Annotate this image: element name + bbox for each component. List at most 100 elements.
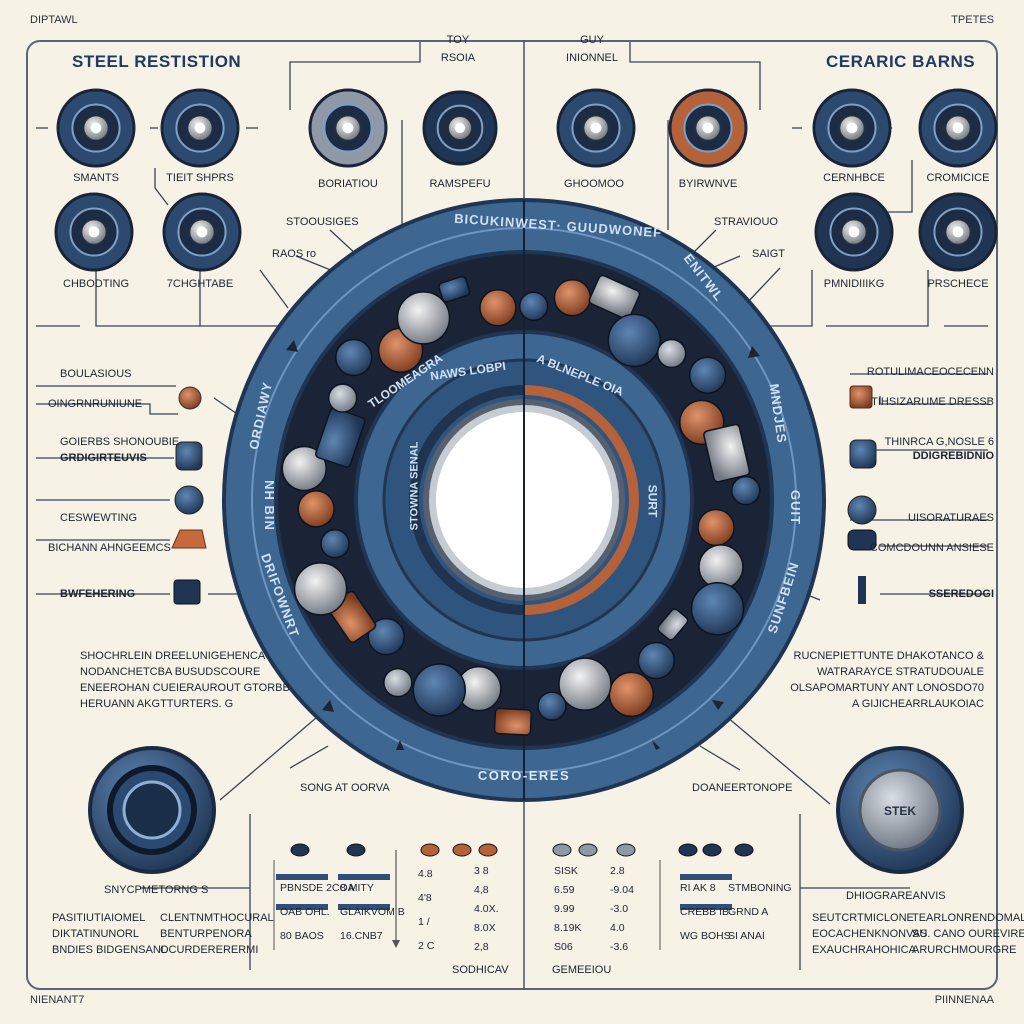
br-col1-2: 6.59	[554, 884, 575, 896]
bearing-icon	[918, 88, 998, 168]
br-col-1: SISK 6.59 9.99 8.19K S06	[554, 862, 581, 957]
ball-element	[518, 291, 549, 321]
br-col3-2: CREBB IB	[680, 906, 730, 918]
corner-top-right: TPETES	[951, 14, 994, 26]
ball-element	[367, 617, 406, 656]
bl-col4-3: 4.0X.	[474, 903, 499, 915]
bl-col3-2: 4'8	[418, 892, 432, 904]
right-item-2-label: THINRCA G,NOSLE 6	[884, 436, 994, 448]
right-para-line-3: OLSAPOMARTUNY ANT LONOSDO70	[790, 682, 984, 694]
ball-element	[690, 582, 745, 636]
corner-top-left: DIPTAWL	[30, 14, 78, 26]
small-part-icon	[420, 843, 440, 857]
label-pmnidiikg: PMNIDIIIKG	[823, 278, 885, 290]
small-part-icon	[616, 843, 636, 857]
dark-block-icon	[173, 579, 201, 605]
br-col2-5: -3.6	[610, 941, 629, 953]
ball-element	[479, 289, 517, 327]
navy-cap-right-icon	[849, 439, 877, 469]
ball-element	[608, 671, 655, 718]
left-item-1-label: BOULASIOUS	[60, 368, 132, 380]
top-tag-left-2: RSOIA	[440, 52, 476, 64]
bl-col-4: 3 8 4,8 4.0X. 8.0X 2,8	[474, 862, 499, 957]
br-col-2: 2.8 -9.04 -3.0 4.0 -3.6	[610, 862, 634, 957]
br-notes: SEUTCRTMICLONE EOCACHENKNONVAS EXAUCHRAH…	[812, 910, 927, 958]
br-note2-3: ARURCHMOURGRE	[912, 944, 1017, 956]
small-part-icon	[452, 843, 472, 857]
small-part-icon	[346, 843, 366, 857]
small-part-icon	[552, 843, 572, 857]
bearing-icon	[668, 88, 748, 168]
left-para-line-1: SHOCHRLEIN DREELUNIGEHENCA	[80, 650, 266, 662]
left-item-1-sub: OINGRNRUNIUNE	[48, 398, 143, 410]
label-prscheece: PRSCHECE	[927, 278, 989, 290]
bl-col4-1: 3 8	[474, 865, 489, 877]
left-title: STEEL RESTISTION	[72, 52, 242, 71]
br-col2-2: -9.04	[610, 884, 634, 896]
ball-element	[537, 691, 567, 721]
label-chbodting: CHBODTING	[63, 278, 129, 290]
copper-wedge-icon	[171, 529, 207, 549]
br-footer: GEMEEIOU	[552, 964, 612, 976]
bl-note-1: PASITIUTIAIOMEL	[52, 912, 146, 924]
roller-element	[438, 275, 471, 303]
bl-col-2: 8 MITY GLAIKVOM B 16.CNB7	[340, 876, 405, 948]
stek-button[interactable]: STEK	[883, 804, 917, 818]
callout-straviouo: STRAVIOUO	[714, 216, 778, 228]
small-part-icon	[678, 843, 698, 857]
top-tag-right-2: INIONNEL	[566, 52, 618, 64]
copper-cube-icon	[849, 385, 873, 409]
right-para-line-1: RUCNEPIETTUNTE DHAKOTANCO &	[793, 650, 984, 662]
bl-col2-1: 8 MITY	[340, 882, 374, 894]
left-knob-caption: SONG AT OORVA	[300, 782, 390, 794]
navy-roller-icon	[174, 485, 204, 515]
navy-cap-icon	[175, 441, 203, 471]
br-col1-3: 9.99	[554, 903, 575, 915]
left-item-2-sub: GRDIGIRTEUVIS	[60, 452, 147, 464]
bearing-icon	[56, 88, 136, 168]
bearing-icon	[812, 88, 892, 168]
br-col1-5: S06	[554, 941, 573, 953]
bl-col4-2: 4,8	[474, 884, 489, 896]
br-col1-1: SISK	[554, 865, 578, 877]
ring-text-right-2: GUIT	[788, 489, 804, 526]
ball-element	[383, 667, 413, 698]
right-item-1-sub: TIHSIZARUME DRESSB	[871, 396, 994, 408]
label-ramspefu: RAMSPEFU	[429, 178, 491, 190]
label-7chghtabe: 7CHGHTABE	[166, 278, 234, 290]
top-tag-left-1: TOY	[446, 34, 470, 46]
left-paragraph: SHOCHRLEIN DREELUNIGEHENCA NODANCHETCBA …	[80, 648, 290, 712]
right-item-3-sub: COMCDOUNN ANSIESE	[869, 542, 994, 554]
bl-col2-3: 16.CNB7	[340, 930, 383, 942]
bl-col-3: 4.8 4'8 1 / 2 C	[418, 862, 434, 958]
label-cernhbce: CERNHBCE	[823, 172, 885, 184]
bl-col4-4: 8.0X	[474, 922, 496, 934]
bl-notes: PASITIUTIAIOMEL DIKTATINUNORL BNDIES BID…	[52, 910, 167, 958]
left-para-line-4: HERUANN AKGTTURTERS. G	[80, 698, 234, 710]
inner-text-right: SURT	[645, 484, 660, 518]
roller-element	[588, 274, 641, 320]
bl-col1-3: 80 BAOS	[280, 930, 324, 942]
left-item-2-label: GOIERBS SHONOUBIE	[60, 436, 180, 448]
label-boriatiou: BORIATIOU	[318, 178, 378, 190]
br-col1-4: 8.19K	[554, 922, 582, 934]
bl-notes-2: CLENTNMTHOCURAL BENTURPENORA OCURDERERER…	[160, 910, 274, 958]
bearing-icon	[422, 90, 498, 166]
navy-clip-icon	[847, 529, 877, 551]
br-note-1: SEUTCRTMICLONE	[812, 912, 914, 924]
br-note-2: EOCACHENKNONVAS	[812, 928, 928, 940]
roller-element	[315, 407, 366, 468]
callout-stoousiges: STOOUSIGES	[286, 216, 359, 228]
callout-raos: RAOS ro	[272, 248, 317, 260]
bearing-icon	[160, 88, 240, 168]
left-item-3-sub: BICHANN AHNGEEMCS	[48, 542, 171, 554]
label-byirwnve: BYIRWNVE	[678, 178, 738, 190]
corner-bottom-right: PIINNENAA	[934, 994, 994, 1006]
ball-element	[637, 641, 676, 680]
br-col3-1: RI AK 8	[680, 882, 716, 894]
ball-element	[327, 383, 358, 413]
br-col2-4: 4.0	[610, 922, 625, 934]
bl-footer: SODHICAV	[452, 964, 509, 976]
small-part-icon	[478, 843, 498, 857]
